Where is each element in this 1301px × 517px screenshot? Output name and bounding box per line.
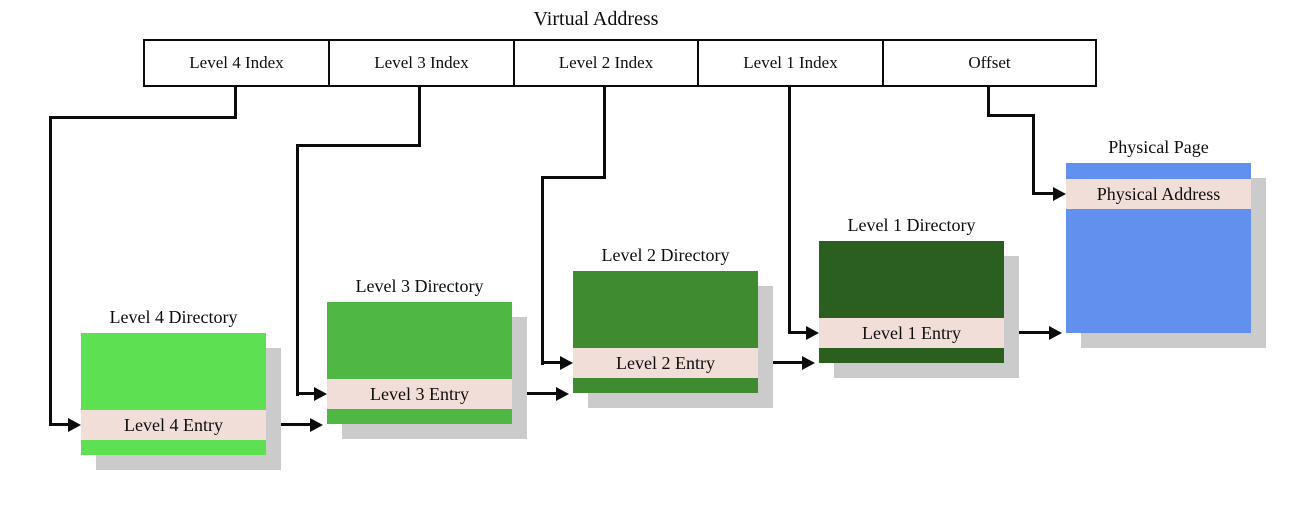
level4-entry-row: Level 4 Entry (81, 410, 266, 440)
level1-directory-title: Level 1 Directory (847, 215, 976, 235)
level3-directory-body (327, 302, 512, 379)
level4-index-connector-drop (234, 87, 237, 119)
offset-connector-across (987, 114, 1035, 117)
arrow-right-icon (68, 418, 81, 432)
virtual-address-box: Level 4 Index Level 3 Index Level 2 Inde… (143, 39, 1097, 87)
va-field-level2-index: Level 2 Index (513, 41, 697, 85)
level4-directory-body (81, 333, 266, 410)
level3-entry-row: Level 3 Entry (327, 379, 512, 409)
arrow-right-icon (1053, 187, 1066, 201)
level2-index-connector-down (541, 176, 544, 365)
offset-connector-down (1032, 114, 1035, 195)
level3-entry-label: Level 3 Entry (370, 383, 469, 404)
level3-directory-title: Level 3 Directory (355, 276, 484, 296)
level4-index-connector-across (49, 116, 237, 119)
level2-directory-body (573, 271, 758, 348)
arrow-right-icon (806, 326, 819, 340)
level2-directory-box: Level 2 Entry (573, 271, 758, 393)
level4-entry-label: Level 4 Entry (124, 414, 223, 435)
level2-index-connector-across (541, 176, 606, 179)
va-field-offset: Offset (882, 41, 1095, 85)
level4-directory-box: Level 4 Entry (81, 333, 266, 455)
level2-index-connector-into-entry (541, 361, 563, 364)
level4-directory-title: Level 4 Directory (109, 307, 238, 327)
level3-entry-to-level2-link (512, 392, 556, 395)
arrow-right-icon (802, 356, 815, 370)
level1-index-connector-into-entry (788, 331, 808, 334)
level2-directory-body-bottom (573, 378, 758, 393)
level3-index-connector-drop (418, 87, 421, 147)
virtual-address-title: Virtual Address (533, 8, 659, 30)
level3-index-connector-into-entry (296, 392, 318, 395)
level4-entry-to-level3-link (266, 423, 310, 426)
va-field-level3-index: Level 3 Index (328, 41, 513, 85)
level1-directory-body (819, 241, 1004, 318)
level3-directory-box: Level 3 Entry (327, 302, 512, 424)
level4-index-connector-into-entry (49, 423, 71, 426)
physical-page-box: Physical Address (1066, 163, 1251, 333)
arrow-right-icon (1049, 326, 1062, 340)
level1-index-connector-drop (788, 87, 791, 334)
va-field-level1-index: Level 1 Index (697, 41, 882, 85)
arrow-right-icon (556, 387, 569, 401)
level1-directory-box: Level 1 Entry (819, 241, 1004, 363)
level3-directory-body-bottom (327, 409, 512, 424)
level4-index-connector-down (49, 116, 52, 426)
level2-entry-row: Level 2 Entry (573, 348, 758, 378)
physical-page-body (1066, 209, 1251, 333)
va-field-level4-index: Level 4 Index (189, 53, 284, 72)
offset-connector-into-entry (1032, 192, 1054, 195)
physical-page-top-strip (1066, 163, 1251, 179)
level1-entry-to-physical-page-link (1004, 331, 1049, 334)
arrow-right-icon (560, 356, 573, 370)
level1-entry-label: Level 1 Entry (862, 322, 961, 343)
level2-index-connector-drop (603, 87, 606, 179)
physical-page-title: Physical Page (1108, 137, 1209, 157)
physical-address-row: Physical Address (1066, 179, 1251, 209)
level2-directory-title: Level 2 Directory (601, 245, 730, 265)
physical-address-label: Physical Address (1096, 183, 1221, 204)
level2-entry-label: Level 2 Entry (616, 352, 715, 373)
offset-connector-drop (987, 87, 990, 117)
arrow-right-icon (314, 387, 327, 401)
level3-index-connector-across (296, 144, 421, 147)
level1-entry-row: Level 1 Entry (819, 318, 1004, 348)
arrow-right-icon (310, 418, 323, 432)
level2-entry-to-level1-link (758, 361, 802, 364)
level3-index-connector-down (296, 144, 299, 396)
level4-directory-body-bottom (81, 440, 266, 455)
level1-directory-body-bottom (819, 348, 1004, 363)
